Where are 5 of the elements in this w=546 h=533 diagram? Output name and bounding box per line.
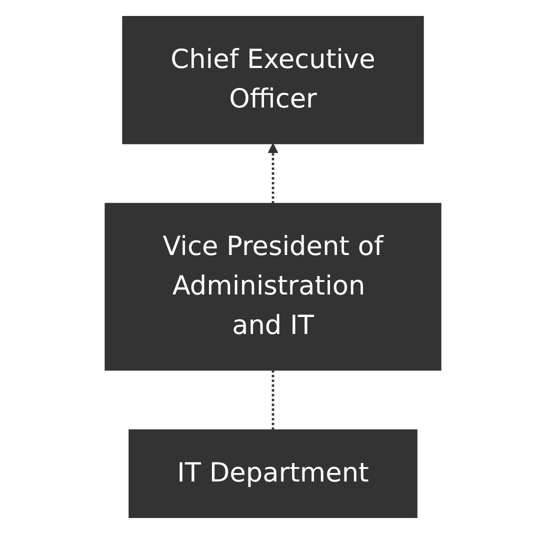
node-box: Vice President of Administration and IT — [104, 202, 442, 370]
connector — [272, 370, 274, 430]
node-box: Chief Executive Officer — [122, 15, 424, 144]
node-box: IT Department — [128, 428, 418, 518]
arrow — [268, 142, 278, 203]
